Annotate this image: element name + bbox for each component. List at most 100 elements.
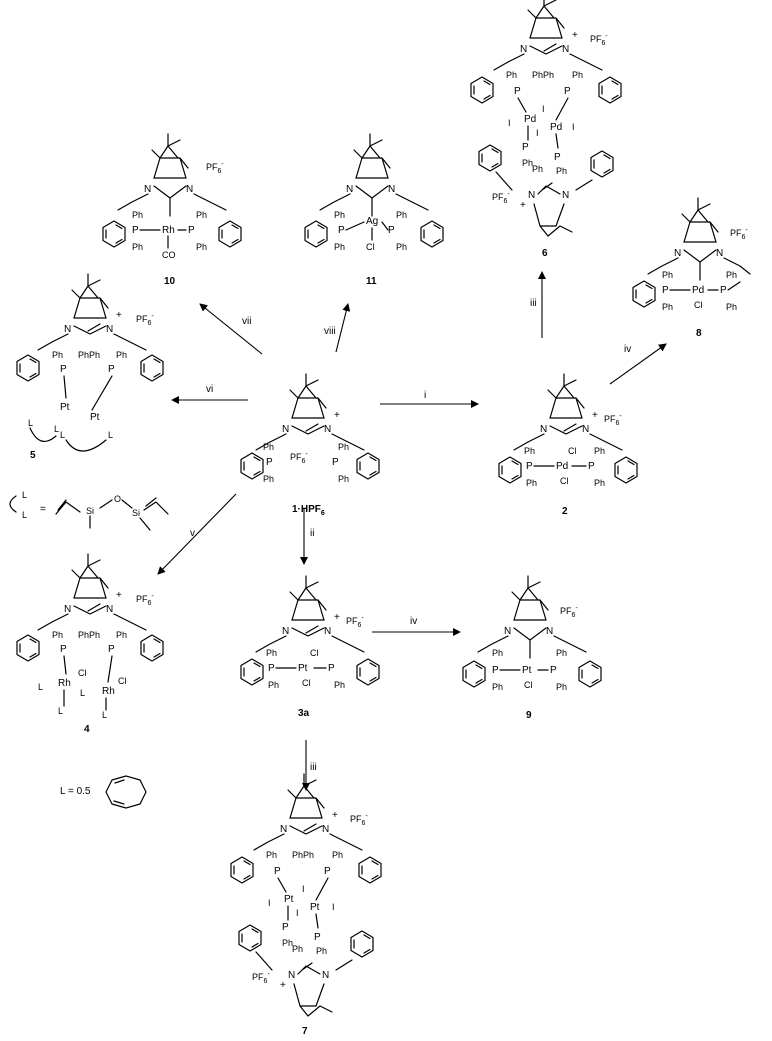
- svg-text:N: N: [282, 626, 289, 637]
- svg-text:O: O: [114, 494, 121, 504]
- svg-text:Ph: Ph: [396, 242, 407, 252]
- svg-text:+: +: [572, 30, 578, 41]
- svg-text:Rh: Rh: [58, 678, 71, 689]
- svg-text:L: L: [22, 510, 27, 520]
- svg-text:Ph: Ph: [594, 478, 605, 488]
- svg-text:P: P: [514, 86, 521, 97]
- svg-text:P: P: [328, 663, 335, 674]
- svg-text:P: P: [338, 225, 345, 236]
- svg-text:L: L: [38, 682, 43, 692]
- compound-label-7: 7: [302, 1026, 308, 1037]
- svg-text:Ph: Ph: [334, 242, 345, 252]
- svg-text:N: N: [322, 970, 329, 981]
- compound-10: N N PF6- P Rh P CO Ph Ph Ph Ph 10: [102, 133, 242, 287]
- svg-text:Ph: Ph: [52, 350, 63, 360]
- svg-text:Cl: Cl: [366, 242, 375, 252]
- svg-text:Pd: Pd: [692, 285, 704, 296]
- svg-text:I: I: [508, 118, 511, 128]
- svg-text:Ph: Ph: [506, 70, 517, 80]
- ph-label: Ph: [338, 442, 349, 452]
- compound-6: N N + PF6- P P Ph PhPh Ph Pd Pd I I I I …: [470, 0, 622, 259]
- arrow-iv-to-8: [609, 343, 667, 385]
- svg-text:Cl: Cl: [568, 446, 577, 456]
- svg-text:Ph: Ph: [522, 158, 533, 168]
- svg-text:Si: Si: [86, 506, 94, 516]
- svg-text:P: P: [108, 364, 115, 375]
- svg-text:P: P: [60, 364, 67, 375]
- svg-text:P: P: [274, 866, 281, 877]
- svg-text:I: I: [296, 908, 299, 918]
- svg-text:N: N: [144, 184, 151, 195]
- pf6-counterion: PF6-: [604, 413, 622, 427]
- svg-text:+: +: [332, 810, 338, 821]
- svg-text:N: N: [674, 248, 681, 259]
- svg-text:I: I: [572, 122, 575, 132]
- svg-text:P: P: [522, 142, 529, 153]
- svg-text:Ph: Ph: [572, 70, 583, 80]
- step-label-iv: iv: [624, 344, 631, 355]
- svg-text:P: P: [132, 225, 139, 236]
- svg-text:Ph: Ph: [556, 166, 567, 176]
- svg-text:P: P: [314, 932, 321, 943]
- pf6-counterion: PF6-: [206, 161, 224, 175]
- svg-text:N: N: [324, 626, 331, 637]
- compound-label-10: 10: [164, 276, 176, 287]
- compound-label-9: 9: [526, 710, 532, 721]
- svg-text:N: N: [280, 824, 287, 835]
- svg-text:N: N: [64, 604, 71, 615]
- svg-text:Ph: Ph: [594, 446, 605, 456]
- svg-text:N: N: [504, 626, 511, 637]
- step-label-vii: vii: [242, 316, 251, 327]
- svg-text:Ph: Ph: [52, 630, 63, 640]
- svg-text:Pt: Pt: [522, 665, 532, 676]
- pf6-counterion: PF6-: [136, 593, 154, 607]
- svg-text:P: P: [108, 644, 115, 655]
- pf6-counterion: PF6-: [492, 191, 510, 205]
- compound-2: N N + PF6- P Pd P Cl Cl Ph Ph Ph Ph 2: [498, 373, 638, 517]
- step-label-iii: iii: [310, 762, 317, 773]
- svg-text:Ph: Ph: [196, 242, 207, 252]
- svg-text:Pt: Pt: [284, 894, 294, 905]
- svg-text:P: P: [662, 285, 669, 296]
- svg-text:Ph: Ph: [726, 270, 737, 280]
- legend-cod-ligand: L = 0.5: [60, 775, 147, 809]
- compound-8: N N PF6- P Pd P Cl Ph Ph Ph Ph 8: [632, 197, 751, 339]
- svg-text:N: N: [528, 190, 535, 201]
- svg-text:N: N: [520, 44, 527, 55]
- svg-text:Ph: Ph: [132, 210, 143, 220]
- step-label-i: i: [424, 390, 426, 401]
- svg-text:L: L: [22, 490, 27, 500]
- svg-text:Pt: Pt: [298, 663, 308, 674]
- legend-divinyl-ligand: L L = Si O Si: [9, 490, 169, 531]
- svg-text:+: +: [116, 590, 122, 601]
- svg-text:Cl: Cl: [78, 668, 87, 678]
- svg-text:P: P: [588, 461, 595, 472]
- svg-text:I: I: [536, 128, 539, 138]
- step-label-ii: ii: [310, 528, 314, 539]
- svg-text:Ph: Ph: [662, 270, 673, 280]
- svg-text:+: +: [116, 310, 122, 321]
- svg-text:P: P: [720, 285, 727, 296]
- svg-text:N: N: [106, 324, 113, 335]
- svg-text:L: L: [58, 706, 63, 716]
- atom-N: N: [282, 424, 289, 435]
- svg-text:P: P: [282, 922, 289, 933]
- svg-text:P: P: [550, 665, 557, 676]
- compound-label-2: 2: [562, 506, 568, 517]
- svg-text:Ph: Ph: [316, 946, 327, 956]
- svg-text:N: N: [388, 184, 395, 195]
- compound-3a: N N + PF6- P Pt P Cl Cl Ph Ph Ph 3a: [240, 575, 380, 719]
- compound-label-11: 11: [366, 276, 377, 287]
- arrow-vii: [199, 303, 263, 355]
- svg-text:Ph: Ph: [662, 302, 673, 312]
- svg-text:+: +: [520, 200, 526, 211]
- svg-text:CO: CO: [162, 250, 176, 260]
- svg-text:Cl: Cl: [524, 680, 533, 690]
- svg-text:N: N: [64, 324, 71, 335]
- svg-text:PhPh: PhPh: [78, 350, 100, 360]
- step-label-iv: iv: [410, 616, 417, 627]
- svg-text:Rh: Rh: [102, 686, 115, 697]
- svg-text:Ph: Ph: [334, 680, 345, 690]
- pf6-counterion: PF6-: [290, 451, 308, 465]
